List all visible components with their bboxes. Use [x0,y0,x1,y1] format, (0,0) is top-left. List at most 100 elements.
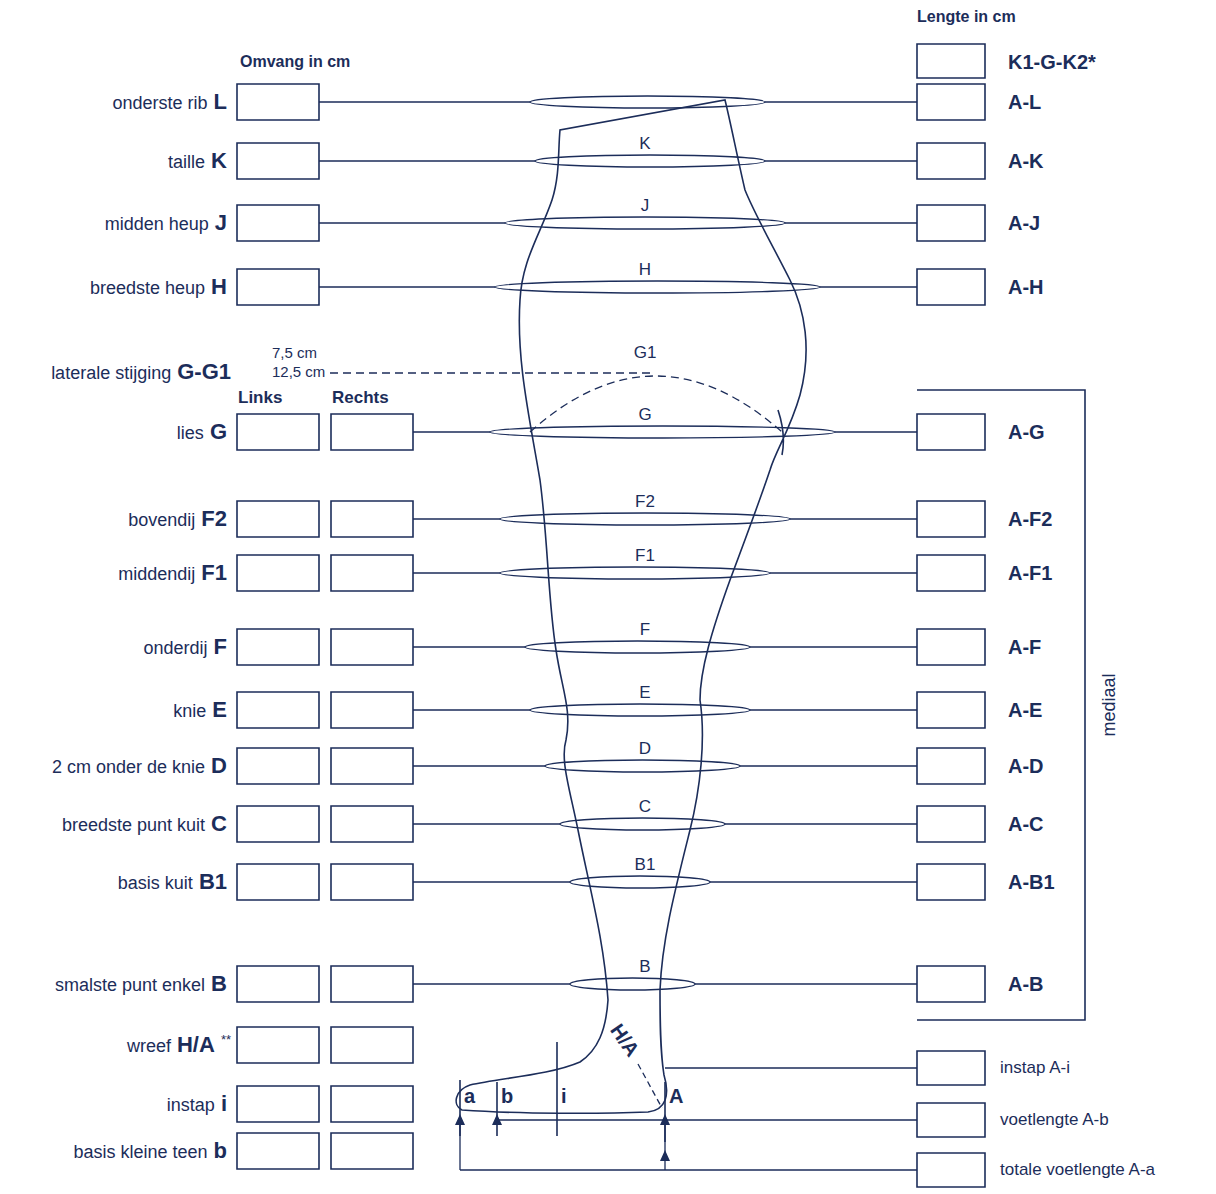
girth-label: knieE [173,698,227,722]
code-letter: a [464,1085,475,1107]
code-letter: F [638,621,652,640]
code-letter: Omvang in cm [240,53,350,71]
medial-bracket [917,390,1085,1020]
code-letter: K [637,135,652,154]
code-letter: C [637,798,653,817]
code-letter: A-F2 [1008,508,1052,530]
girth-label: basis kleine teenb [73,1139,227,1163]
input-boxes [237,44,985,1187]
label-text: wreef [127,1037,171,1057]
girth-label: basis kuitB1 [118,870,227,894]
code-letter: Lengte in cm [917,8,1016,26]
foot-length-label: voetlengte A-b [1000,1111,1109,1130]
code-letter: F1 [201,561,227,585]
label-text: instap [167,1096,215,1116]
code-letter: A-J [1008,212,1040,234]
girth-ring [570,876,710,888]
length-label: A-B1 [1008,871,1055,893]
level-letter: K [637,135,652,154]
girth-ring [495,281,820,293]
code-letter: B1 [633,856,658,875]
level-letter: G [636,406,653,425]
girth-label: midden heupJ [105,211,227,235]
code-letter: D [211,754,227,778]
level-letter: H [637,261,653,280]
label-text: lies [177,424,204,444]
label-text: middendij [118,565,195,585]
length-label: A-F2 [1008,508,1052,530]
code-letter: A-C [1008,813,1044,835]
label-text: taille [168,153,205,173]
level-letter: J [639,197,652,216]
label-text: breedste punt kuit [62,816,205,836]
code-letter: K [211,149,227,173]
girth-label: taille K [168,149,227,173]
code-letter: G1 [632,344,659,363]
girth-ring [505,217,785,229]
girth-ring [545,760,740,772]
code-letter: F2 [201,507,227,531]
label-text: laterale stijging [51,364,171,384]
code-letter: H [211,275,227,299]
girth-label: wreefH/A** [127,1033,231,1057]
girth-ring [530,96,765,108]
dimension: 7,5 cm [272,345,317,362]
length-code: K1-G-K2* [1008,51,1096,73]
girth-ring [570,978,695,990]
column-heading: Omvang in cm [240,53,350,71]
label-text: 2 cm onder de knie [52,758,205,778]
girth-label: lies G [177,420,227,444]
length-label: A-G [1008,421,1045,443]
code-letter: A-B [1008,973,1044,995]
length-label: A-J [1008,212,1040,234]
code-letter: A-G [1008,421,1045,443]
girth-ring [560,818,725,830]
level-letter: E [637,684,652,703]
footnote-mark: ** [221,1033,231,1047]
code-letter: H [637,261,653,280]
girth-label: breedste heupH [90,275,227,299]
foot-letter: b [501,1085,513,1107]
length-label: A-K [1008,150,1044,172]
code-letter: A-B1 [1008,871,1055,893]
side-heading: Rechts [332,389,389,408]
girth-label: onderdijF [144,635,228,659]
foot-length-label: instap A-i [1000,1059,1070,1078]
label-text: onderste rib [112,94,207,114]
code-letter: L [214,90,227,114]
code-letter: B [637,958,652,977]
code-letter: A-L [1008,91,1041,113]
girth-rings [490,96,835,990]
leg-outline [456,100,806,1113]
code-letter: A [669,1085,683,1107]
length-label: A-F [1008,636,1041,658]
code-letter: i [561,1085,567,1107]
code-letter: F2 [633,493,657,512]
foot-letter: A [669,1085,683,1107]
code-letter: b [501,1085,513,1107]
girth-ring [530,704,750,716]
code-letter: i [221,1092,227,1116]
code-letter: C [211,812,227,836]
code-letter: b [214,1139,227,1163]
lateral-rise-lines [330,373,782,432]
code-letter: G [636,406,653,425]
foot-letter: a [464,1085,475,1107]
code-letter: H/A [606,1020,644,1061]
girth-label: 2 cm onder de knie D [52,754,227,778]
code-letter: F1 [633,547,657,566]
girth-ring [500,567,770,579]
code-letter: D [637,740,653,759]
label-text: knie [173,702,206,722]
code-letter: B1 [199,870,227,894]
girth-label: breedste punt kuit C [62,812,227,836]
code-letter: G [210,420,227,444]
leader-lines [319,102,917,1170]
length-label: A-H [1008,276,1044,298]
code-letter: A-K [1008,150,1044,172]
arrow-heads [455,1114,670,1161]
length-label: A-E [1008,699,1042,721]
bracket-label: mediaal [1100,673,1120,736]
label-text: totale voetlengte A-a [1000,1161,1155,1180]
